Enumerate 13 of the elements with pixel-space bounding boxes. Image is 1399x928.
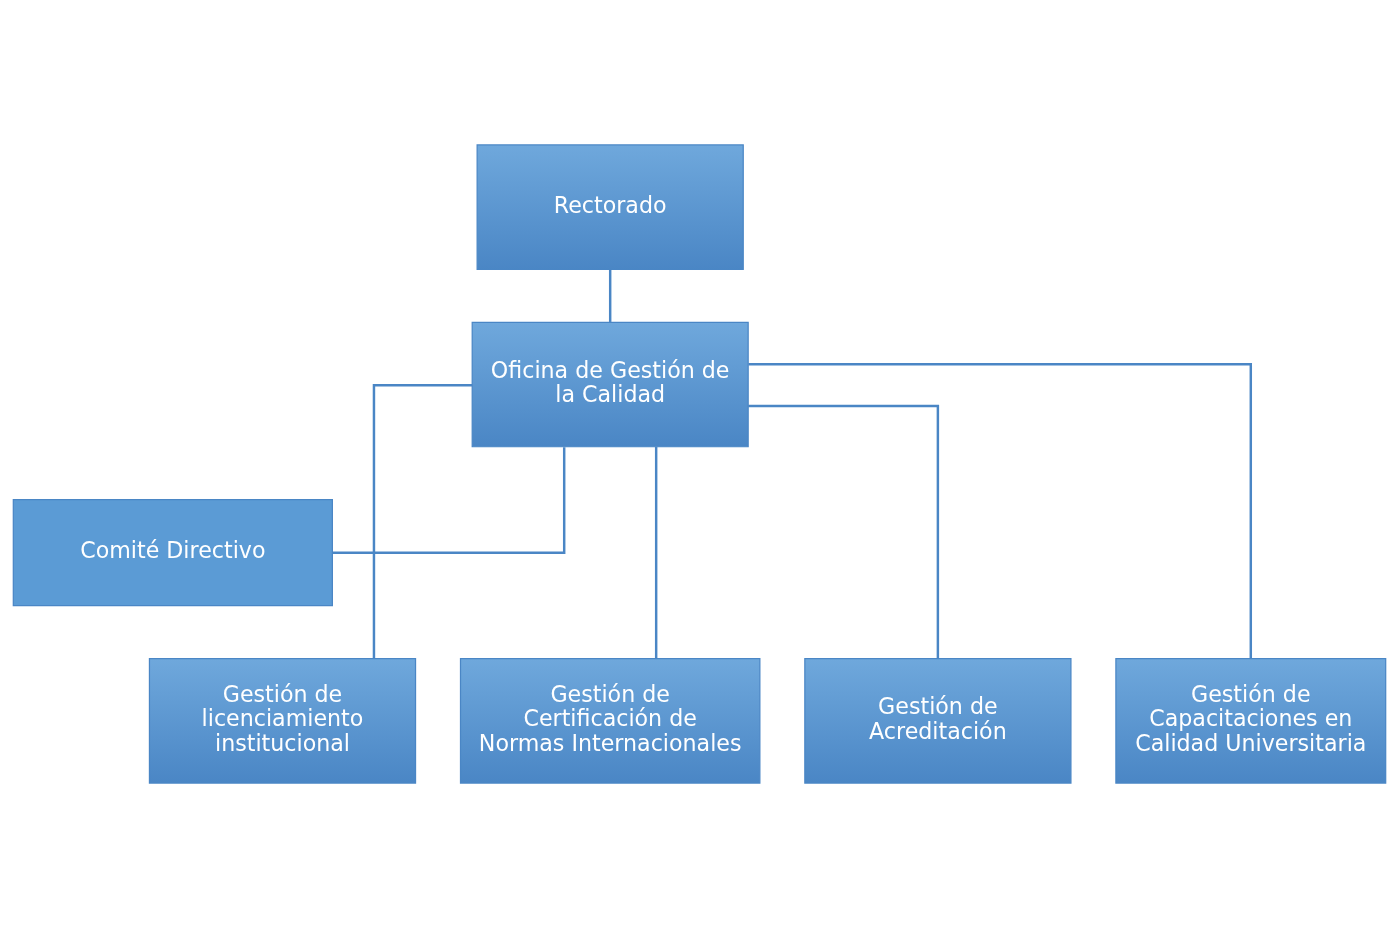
connector bbox=[332, 447, 566, 554]
connector bbox=[372, 383, 473, 659]
connector bbox=[748, 404, 940, 659]
node-box: Gestión de Certificación de Normas Internacionales bbox=[459, 658, 761, 784]
node-box: Rectorado bbox=[476, 144, 744, 270]
connector bbox=[748, 362, 1252, 659]
node-box: Oficina de Gestión de la Calidad bbox=[471, 321, 749, 448]
node-box: Gestión de licenciamiento institucional bbox=[148, 658, 417, 784]
node-box: Gestión de Acreditación bbox=[804, 658, 1072, 784]
connector bbox=[654, 447, 658, 659]
connector bbox=[608, 269, 612, 322]
node-box: Comité Directivo bbox=[12, 499, 333, 607]
node-box: Gestión de Capacitaciones en Calidad Universitaria bbox=[1115, 658, 1387, 784]
